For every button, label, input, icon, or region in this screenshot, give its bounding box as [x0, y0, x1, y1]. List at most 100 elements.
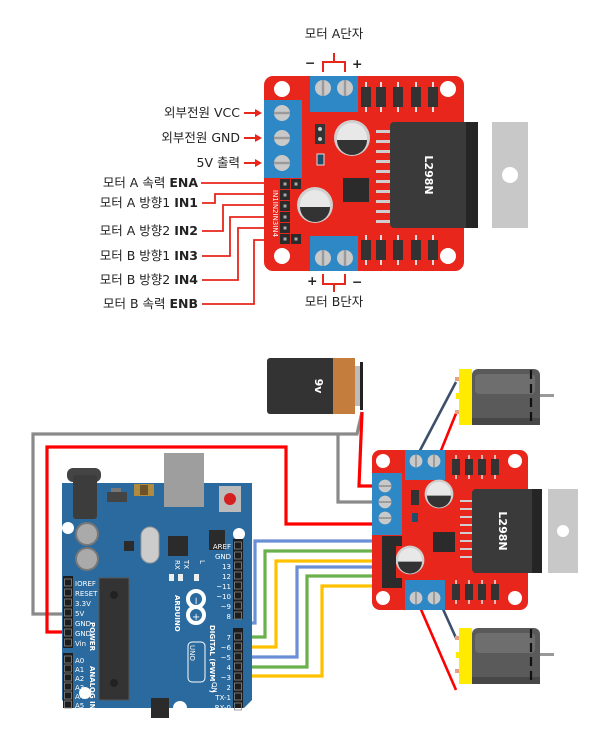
power-pin-label: 3.3V — [75, 600, 91, 608]
digital-pin-socket — [234, 642, 242, 651]
led-label: TX — [182, 559, 190, 569]
pin-label-text: 모터 B 방향2 — [100, 272, 174, 287]
analog-pin-socket — [64, 682, 72, 691]
wire-in1-pin7 — [240, 549, 387, 639]
digital-pin-label: 4 — [227, 664, 232, 672]
wire-enb-pin3 — [240, 584, 387, 678]
power-pin-socket — [64, 588, 72, 597]
pin-label-signal: IN2 — [174, 223, 198, 238]
digital-pin-socket — [234, 662, 242, 671]
power-pin-label: Vin — [75, 640, 86, 648]
motor-b-bracket — [322, 274, 346, 292]
wire-in3-pin5 — [240, 565, 387, 659]
digital-pin-socket — [234, 611, 242, 620]
wire-motor-b-1 — [414, 597, 458, 691]
wire-in2-pin6 — [240, 559, 387, 649]
pin-label-7: 모터 B 방향2 IN4 — [100, 272, 199, 287]
wire-gnd-arduino — [31, 411, 364, 616]
control-leader-lines — [201, 182, 264, 305]
digital-pin-socket — [234, 682, 242, 691]
pin-label-signal: ENB — [169, 296, 198, 311]
arduino-brand: ARDUINO — [173, 595, 181, 632]
digital-pin-socket — [234, 692, 242, 701]
power-arrows — [244, 109, 262, 167]
digital-pin-socket — [234, 591, 242, 600]
pin-label-signal: ENA — [169, 175, 198, 190]
analog-pin-socket — [64, 691, 72, 700]
pin-label-0: 외부전원 VCC — [164, 105, 240, 120]
power-pin-label: 5V — [75, 610, 84, 618]
digital-pin-label: ~5 — [221, 654, 231, 662]
wire-ena-pin9 — [240, 539, 387, 625]
digital-pin-socket — [234, 632, 242, 641]
digital-pin-label: 8 — [227, 613, 231, 621]
digital-pin-label: 7 — [227, 634, 231, 642]
digital-pin-socket — [234, 561, 242, 570]
digital-header-title: DIGITAL (PWM ~) — [208, 625, 216, 693]
pin-label-signal: IN4 — [174, 272, 198, 287]
digital-pin-label: RX-0 — [215, 704, 231, 712]
digital-pin-label: 13 — [222, 563, 231, 571]
pin-label-signal: IN3 — [174, 248, 198, 263]
power-pin-label: IOREF — [75, 580, 96, 588]
bottom-chip-label: L298N — [496, 511, 509, 550]
pin-label-text: 모터 B 방향1 — [100, 248, 174, 263]
digital-pin-label: 12 — [222, 573, 231, 581]
pin-label-2: 5V 출력 — [197, 155, 240, 170]
analog-pin-socket — [64, 700, 72, 709]
battery-9v: 9v — [267, 358, 363, 414]
wire-5v-vin — [45, 445, 380, 634]
power-pin-socket — [64, 608, 72, 617]
motor-b-terminal-label: 모터 B단자 — [305, 294, 364, 309]
pin-label-8: 모터 B 속력 ENB — [103, 296, 198, 311]
pin-label-text: 모터 A 속력 — [103, 175, 169, 190]
analog-pin-label: A2 — [75, 675, 84, 683]
power-pin-socket — [64, 618, 72, 627]
digital-pin-label: ~10 — [216, 593, 231, 601]
wire-gnd-driver — [336, 434, 380, 504]
digital-pin-socket — [234, 702, 242, 711]
digital-header-bottom — [233, 628, 243, 708]
motor-a-bracket — [322, 53, 346, 72]
power-pin-socket — [64, 598, 72, 607]
motor-b-minus: − — [352, 274, 362, 289]
power-pin-socket — [64, 628, 72, 637]
digital-pin-socket — [234, 652, 242, 661]
motor-a-minus: − — [305, 55, 315, 70]
led — [178, 574, 183, 581]
digital-pin-label: ~9 — [221, 603, 231, 611]
pin-label-text: 5V 출력 — [197, 155, 240, 170]
pin-label-text: 외부전원 GND — [161, 130, 240, 145]
digital-pin-label: AREF — [213, 543, 231, 551]
pin-label-4: 모터 A 방향1 IN1 — [100, 195, 198, 210]
battery-label: 9v — [312, 379, 325, 395]
digital-pin-socket — [234, 581, 242, 590]
analog-pin-socket — [64, 673, 72, 682]
digital-pin-socket — [234, 601, 242, 610]
digital-pin-label: TX-1 — [214, 694, 231, 702]
top-chip-label: L298N — [422, 155, 435, 194]
motor-a — [455, 369, 554, 425]
digital-pin-socket — [234, 672, 242, 681]
motor-b-plus: + — [307, 273, 317, 288]
digital-pin-label: 2 — [227, 684, 231, 692]
analog-header-title: ANALOG IN — [88, 666, 96, 710]
led — [169, 574, 174, 581]
pin-label-text: 모터 A 방향1 — [100, 195, 174, 210]
analog-pin-socket — [64, 655, 72, 664]
on-led-label: ON — [210, 682, 218, 693]
digital-pin-label: ~6 — [221, 644, 232, 652]
analog-header — [63, 653, 73, 708]
pin-label-5: 모터 A 방향2 IN2 — [100, 223, 198, 238]
wire-in4-pin4 — [240, 574, 387, 669]
usb-port — [164, 453, 204, 507]
analog-pin-label: A4 — [75, 693, 85, 701]
analog-pin-socket — [64, 664, 72, 673]
digital-pin-label: ~11 — [216, 583, 231, 591]
digital-pin-label: ~3 — [221, 674, 231, 682]
power-pin-label: GND — [75, 620, 91, 628]
digital-pin-socket — [234, 551, 242, 560]
bottom-l298n-board: L298N — [372, 450, 578, 610]
